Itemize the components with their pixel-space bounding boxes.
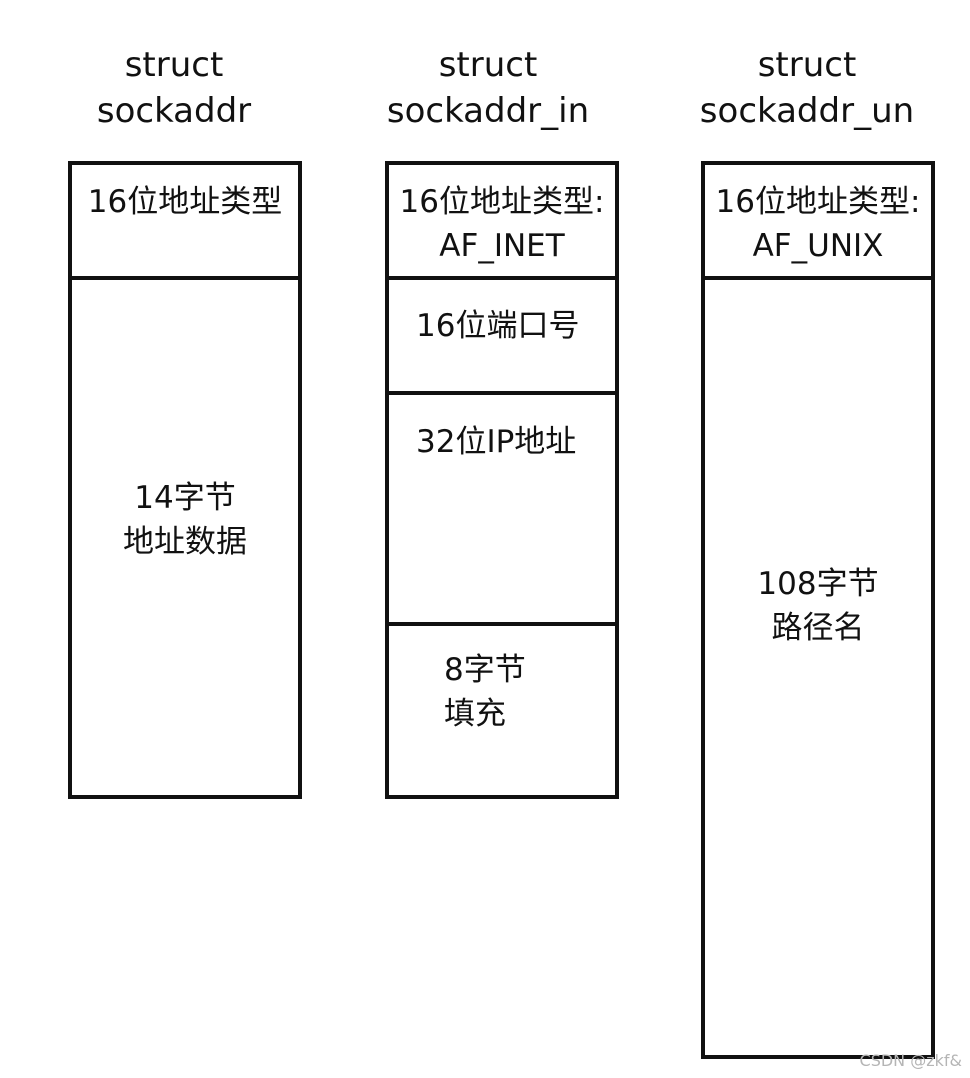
struct-sockaddr-in-title-line2: sockaddr_in: [386, 91, 590, 131]
sockaddr-in-field-port: 16位端口号: [416, 304, 579, 348]
struct-sockaddr-divider: [68, 276, 302, 280]
struct-sockaddr-un-title-line2: sockaddr_un: [699, 91, 915, 131]
struct-sockaddr-title-line1: struct: [124, 45, 224, 85]
sockaddr-in-field-family: 16位地址类型: AF_INET: [389, 180, 615, 268]
struct-sockaddr-in-box: [385, 161, 619, 799]
sockaddr-in-field-family-line1: 16位地址类型:: [399, 184, 605, 220]
sockaddr-field-family: 16位地址类型: [72, 180, 298, 224]
sockaddr-in-field-ip: 32位IP地址: [416, 420, 576, 464]
sockaddr-field-data: 14字节 地址数据: [72, 476, 298, 564]
sockaddr-un-field-family: 16位地址类型: AF_UNIX: [705, 180, 931, 268]
sockaddr-un-field-family-line1: 16位地址类型:: [715, 184, 921, 220]
struct-sockaddr-title-line2: sockaddr: [96, 91, 252, 131]
sockaddr-in-field-padding-line2: 填充: [444, 696, 506, 732]
sockaddr-un-field-path: 108字节 路径名: [705, 562, 931, 650]
struct-sockaddr-in-title: struct sockaddr_in: [378, 42, 598, 134]
struct-sockaddr-box: [68, 161, 302, 799]
struct-sockaddr-un-title-line1: struct: [757, 45, 857, 85]
sockaddr-field-family-line1: 16位地址类型: [87, 184, 283, 220]
struct-sockaddr-un-box: [701, 161, 935, 1059]
struct-sockaddr-in-divider-3: [385, 622, 619, 626]
struct-sockaddr-in-divider-1: [385, 276, 619, 280]
sockaddr-in-field-padding: 8字节 填充: [444, 648, 526, 736]
struct-sockaddr-un-title: struct sockaddr_un: [694, 42, 920, 134]
sockaddr-in-field-family-line2: AF_INET: [439, 228, 565, 264]
struct-sockaddr-title: struct sockaddr: [68, 42, 280, 134]
watermark: CSDN @zkf&: [859, 1051, 962, 1070]
sockaddr-un-field-path-line1: 108字节: [757, 566, 879, 602]
sockaddr-un-field-path-line2: 路径名: [771, 610, 865, 646]
sockaddr-in-field-ip-line1: 32位IP地址: [416, 424, 577, 460]
sockaddr-un-field-family-line2: AF_UNIX: [752, 228, 884, 264]
struct-sockaddr-un-divider: [701, 276, 935, 280]
sockaddr-in-field-padding-line1: 8字节: [444, 652, 526, 688]
struct-sockaddr-in-title-line1: struct: [438, 45, 538, 85]
sockaddr-field-data-line2: 地址数据: [123, 524, 247, 560]
sockaddr-field-data-line1: 14字节: [134, 480, 236, 516]
sockaddr-in-field-port-line1: 16位端口号: [416, 308, 580, 344]
struct-sockaddr-in-divider-2: [385, 391, 619, 395]
